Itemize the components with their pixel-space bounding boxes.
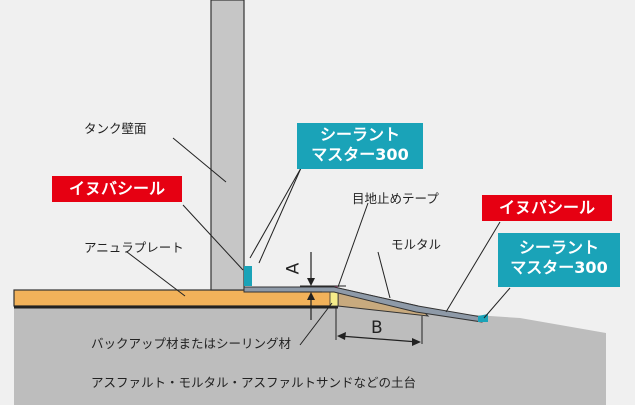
- callout-sealant-master-left: シーラント マスター300: [297, 123, 423, 169]
- label-annular-plate: アニュラプレート: [84, 240, 184, 255]
- dimension-b-label: B: [371, 318, 383, 338]
- sealant-left-line1: シーラント: [319, 125, 400, 144]
- tank-wall: [210, 0, 245, 291]
- callout-inuba-seal-left: イヌバシール: [52, 176, 182, 202]
- foundation-base: [14, 294, 606, 405]
- label-joint-tape: 目地止めテープ: [352, 191, 439, 206]
- dim-b-line: [339, 335, 419, 343]
- callout-sealant-master-right: シーラント マスター300: [498, 233, 620, 287]
- sealant-left-bead: [244, 266, 252, 286]
- sealant-left-line2: マスター300: [311, 145, 409, 164]
- label-tank-wall: タンク壁面: [84, 121, 147, 136]
- dimension-a-label: A: [283, 262, 304, 275]
- sealant-right-line2: マスター300: [510, 258, 608, 277]
- label-foundation: アスファルト・モルタル・アスファルトサンドなどの土台: [91, 375, 417, 390]
- callout-inuba-seal-right: イヌバシール: [482, 195, 612, 221]
- label-mortar: モルタル: [391, 237, 442, 252]
- leader-lines: [126, 137, 511, 346]
- sealant-right-line1: シーラント: [518, 238, 599, 257]
- label-backup-material: バックアップ材またはシーリング材: [91, 336, 292, 351]
